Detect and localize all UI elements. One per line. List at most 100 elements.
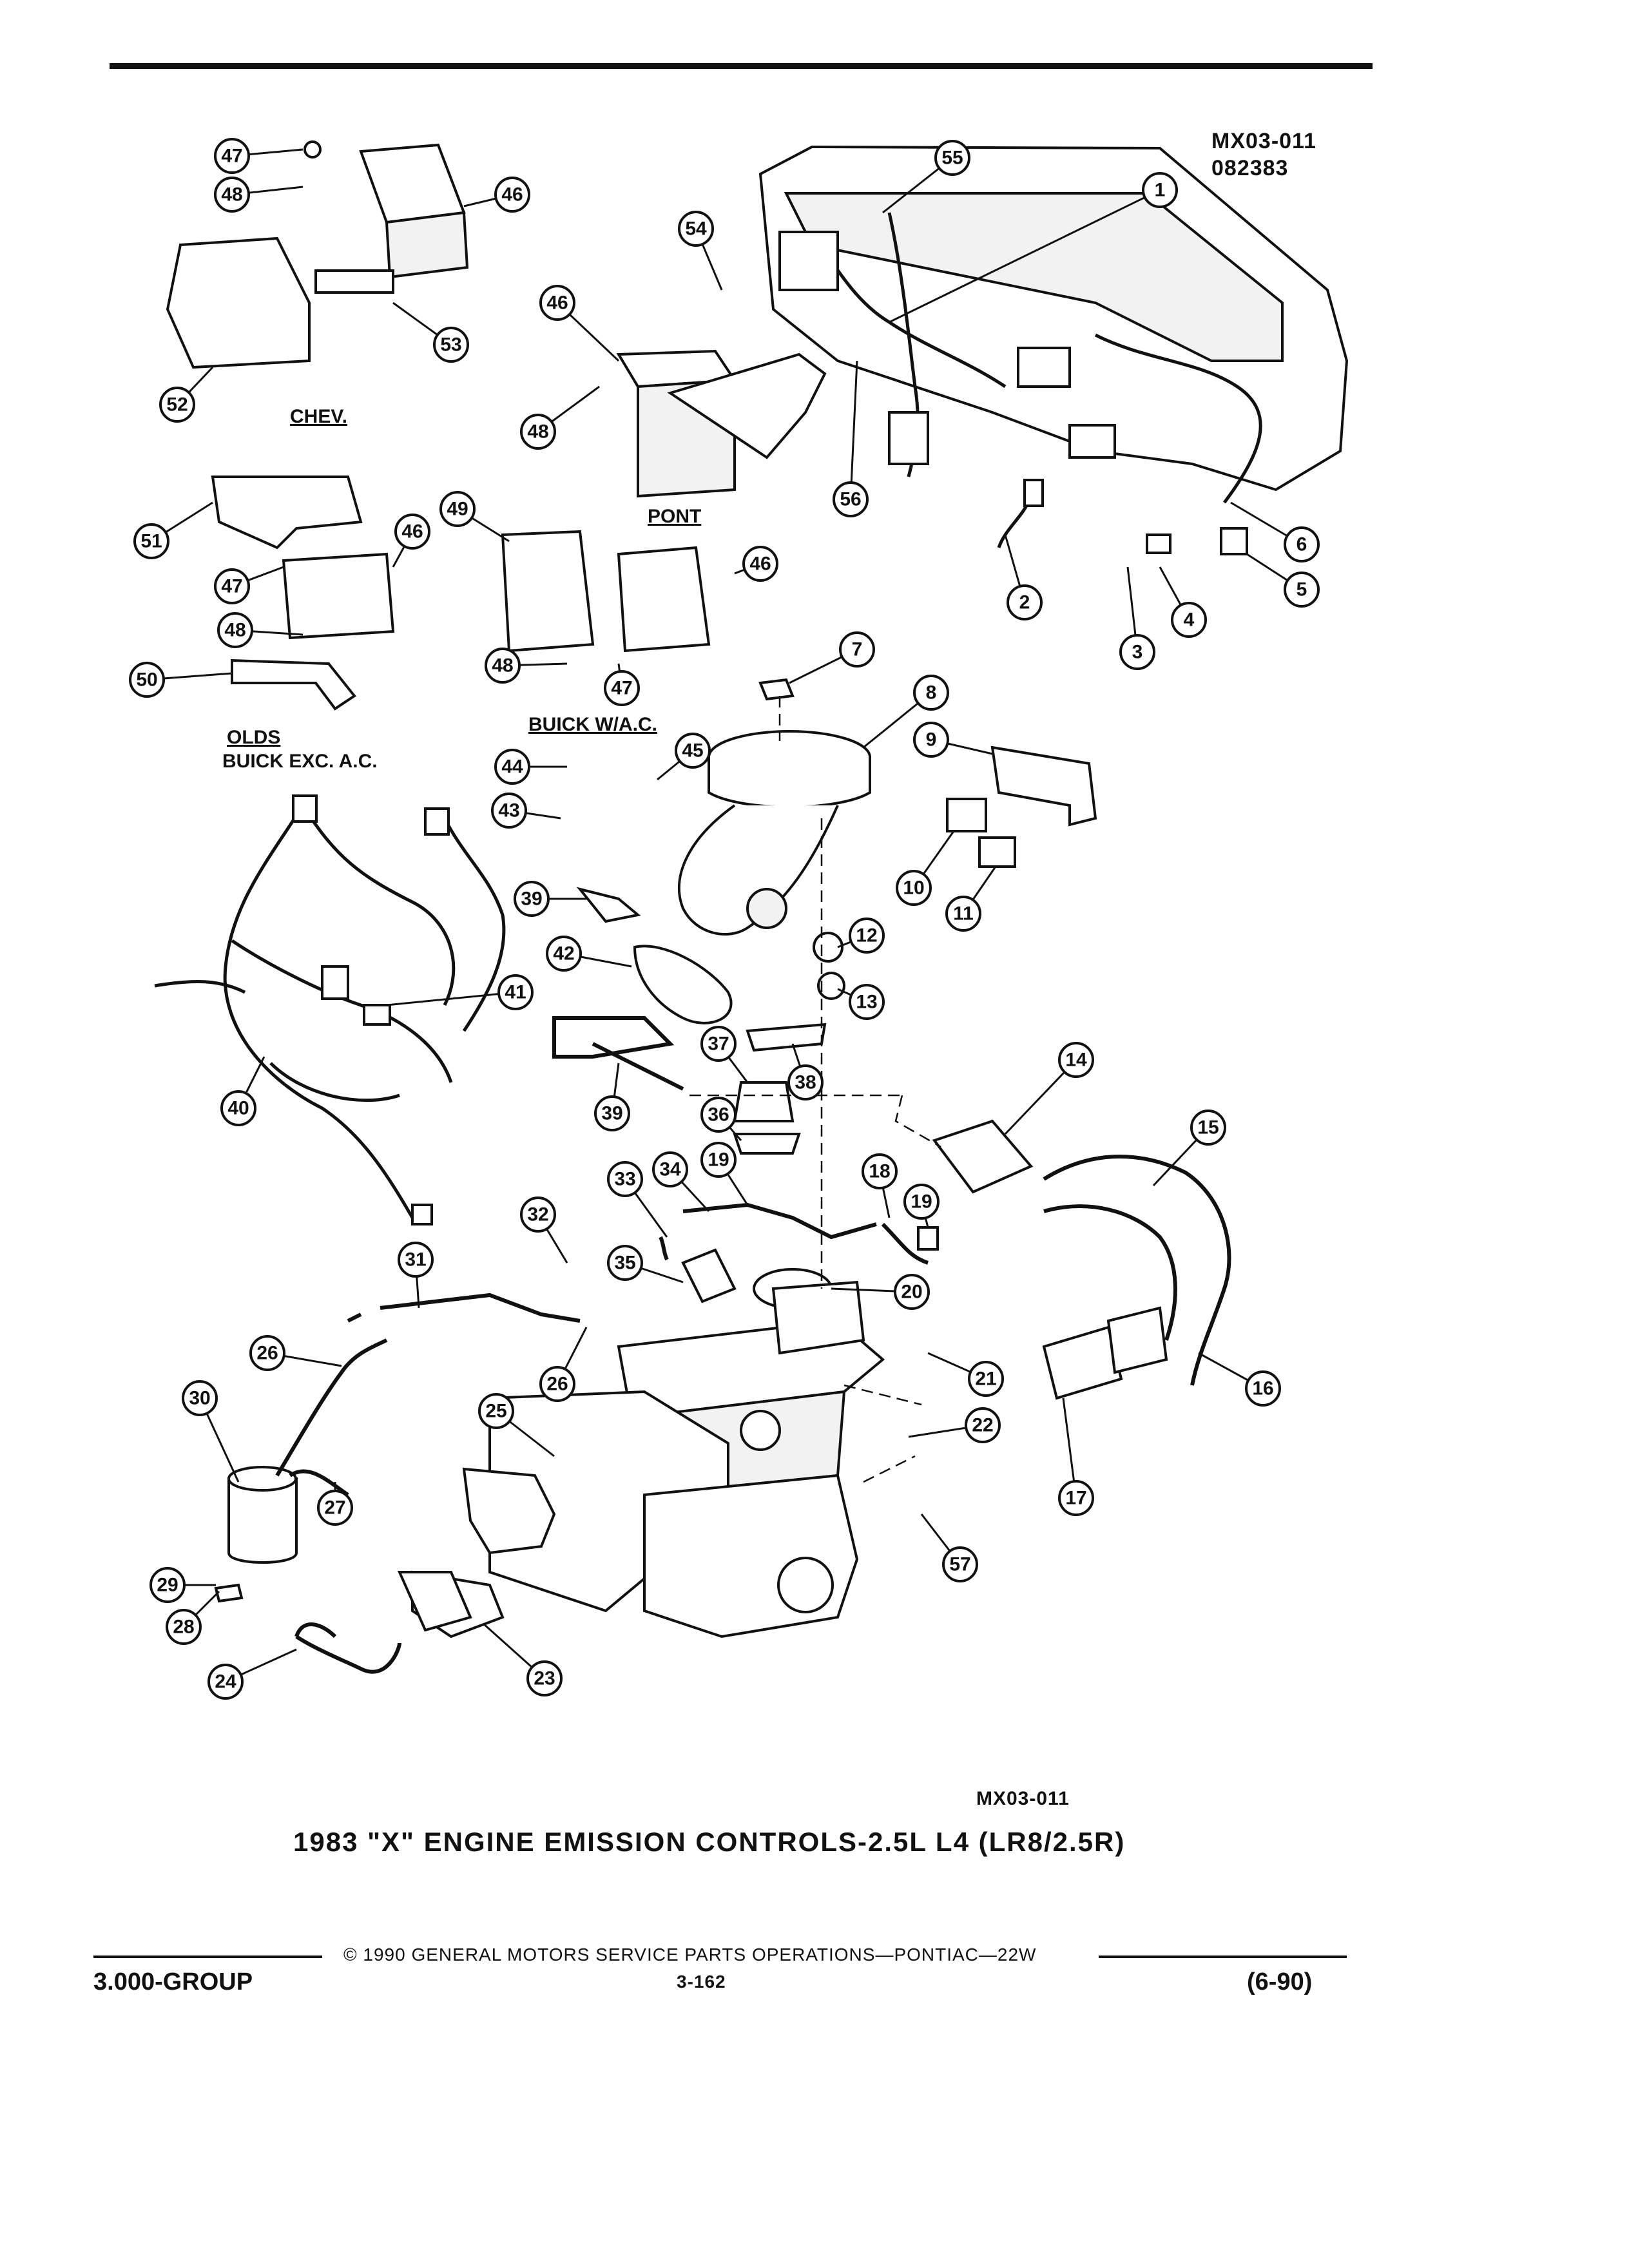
callout-number: 48 bbox=[527, 421, 548, 443]
callout-bubble bbox=[1142, 172, 1178, 208]
callout-bubble bbox=[742, 546, 778, 582]
callout-number: 35 bbox=[614, 1253, 635, 1274]
callout-41: 41 bbox=[386, 974, 534, 1010]
callout-5: 5 bbox=[1246, 553, 1320, 608]
callout-number: 55 bbox=[941, 148, 963, 169]
callout-leader bbox=[386, 991, 516, 1006]
callout-4: 4 bbox=[1159, 566, 1207, 638]
callout-13: 13 bbox=[837, 984, 885, 1020]
egr-valve bbox=[552, 887, 827, 1155]
callout-layer: 1234567891011121314151617181919202122232… bbox=[129, 138, 1320, 1700]
vacuum-switch-bracket bbox=[946, 745, 1097, 868]
callout-bubble bbox=[1245, 1370, 1281, 1407]
callout-number: 10 bbox=[903, 878, 924, 899]
callout-number: 8 bbox=[926, 682, 937, 704]
callout-9: 9 bbox=[913, 722, 993, 758]
callout-number: 33 bbox=[614, 1169, 635, 1190]
callout-number: 18 bbox=[869, 1161, 890, 1182]
callout-12: 12 bbox=[837, 918, 885, 954]
callout-bubble bbox=[700, 1097, 737, 1133]
callout-18: 18 bbox=[862, 1153, 898, 1218]
footer-page: 3-162 bbox=[677, 1972, 726, 1992]
callout-number: 44 bbox=[501, 756, 523, 778]
callout-bubble bbox=[520, 414, 556, 450]
callout-number: 19 bbox=[911, 1191, 932, 1213]
callout-number: 17 bbox=[1065, 1488, 1086, 1509]
callout-number: 20 bbox=[901, 1282, 922, 1303]
callout-bubble bbox=[398, 1242, 434, 1278]
callout-bubble bbox=[149, 1567, 186, 1603]
callout-number: 22 bbox=[972, 1415, 993, 1436]
callout-number: 56 bbox=[840, 489, 861, 510]
callout-number: 30 bbox=[189, 1388, 210, 1409]
callout-46: 46 bbox=[392, 514, 430, 568]
figure-title: 1983 "X" ENGINE EMISSION CONTROLS-2.5L L… bbox=[293, 1827, 1126, 1857]
callout-bubble bbox=[678, 211, 714, 247]
ecm-chev bbox=[166, 140, 469, 369]
callout-29: 29 bbox=[149, 1567, 216, 1603]
callout-47: 47 bbox=[604, 663, 640, 706]
callout-bubble bbox=[903, 1184, 940, 1220]
callout-number: 39 bbox=[601, 1103, 622, 1124]
callout-number: 1 bbox=[1155, 180, 1166, 201]
callout-number: 48 bbox=[492, 655, 513, 677]
callout-47: 47 bbox=[214, 138, 304, 174]
callout-24: 24 bbox=[207, 1648, 297, 1700]
callout-46: 46 bbox=[734, 546, 778, 582]
callout-bubble bbox=[159, 387, 195, 423]
callout-7: 7 bbox=[789, 631, 875, 684]
callout-48: 48 bbox=[217, 612, 304, 648]
callout-bubble bbox=[182, 1380, 218, 1416]
callout-number: 27 bbox=[324, 1497, 345, 1519]
callout-bubble bbox=[965, 1407, 1001, 1443]
callout-48: 48 bbox=[214, 177, 304, 213]
callout-bubble bbox=[604, 670, 640, 706]
callout-bubble bbox=[497, 974, 534, 1010]
callout-39: 39 bbox=[514, 881, 586, 917]
callout-2: 2 bbox=[1004, 534, 1043, 620]
callout-number: 25 bbox=[485, 1401, 506, 1422]
callout-bubble bbox=[607, 1245, 643, 1281]
callout-number: 41 bbox=[505, 982, 526, 1003]
callout-number: 2 bbox=[1019, 592, 1030, 613]
callout-number: 28 bbox=[173, 1617, 194, 1638]
callout-number: 13 bbox=[856, 992, 877, 1013]
callout-bubble bbox=[546, 936, 582, 972]
callout-39: 39 bbox=[594, 1062, 630, 1131]
callout-number: 19 bbox=[708, 1149, 729, 1171]
callout-bubble bbox=[849, 918, 885, 954]
callout-bubble bbox=[862, 1153, 898, 1189]
group-label-olds: OLDS bbox=[227, 727, 281, 748]
callout-number: 46 bbox=[401, 521, 423, 543]
callout-bubble bbox=[839, 631, 875, 668]
callout-16: 16 bbox=[1198, 1352, 1281, 1407]
callout-30: 30 bbox=[182, 1380, 240, 1483]
callout-bubble bbox=[894, 1274, 930, 1310]
callout-bubble bbox=[494, 177, 530, 213]
group-label-buick-exc-ac: BUICK EXC. A.C. bbox=[222, 751, 378, 772]
callout-number: 43 bbox=[498, 800, 519, 822]
callout-bubble bbox=[520, 1196, 556, 1233]
engine-block bbox=[411, 1280, 885, 1639]
callout-bubble bbox=[1119, 634, 1155, 670]
callout-number: 4 bbox=[1184, 610, 1195, 631]
callout-51: 51 bbox=[133, 501, 213, 559]
callout-57: 57 bbox=[920, 1514, 978, 1582]
callout-bubble bbox=[478, 1393, 514, 1429]
callout-bubble bbox=[700, 1142, 737, 1178]
callout-38: 38 bbox=[787, 1043, 824, 1100]
callout-number: 15 bbox=[1197, 1117, 1219, 1139]
footer-group: 3.000-GROUP bbox=[93, 1968, 253, 1995]
callout-bubble bbox=[787, 1064, 824, 1100]
callout-number: 23 bbox=[534, 1668, 555, 1689]
callout-number: 53 bbox=[440, 334, 461, 356]
callout-bubble bbox=[207, 1664, 244, 1700]
callout-25: 25 bbox=[478, 1393, 555, 1457]
callout-bubble bbox=[214, 568, 250, 604]
callout-bubble bbox=[214, 138, 250, 174]
callout-bubble bbox=[675, 733, 711, 769]
callout-leader bbox=[849, 360, 858, 500]
callout-21: 21 bbox=[927, 1352, 1004, 1397]
callout-number: 24 bbox=[215, 1671, 236, 1693]
